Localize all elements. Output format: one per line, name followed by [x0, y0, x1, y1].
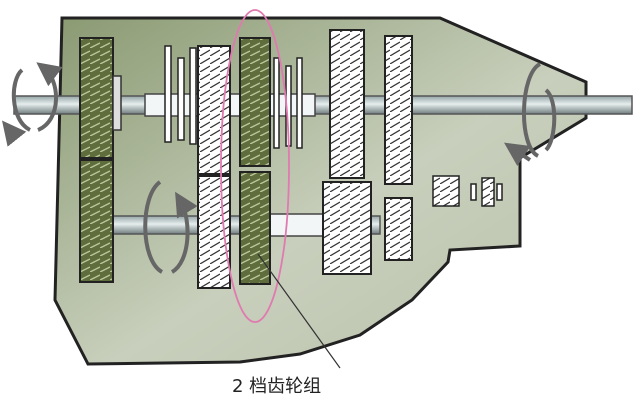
sync-plate	[189, 47, 197, 145]
lower-gear-white-3	[384, 197, 413, 261]
reverse-idler-gear-small	[481, 177, 495, 207]
reverse-idler-hub	[496, 183, 503, 201]
lower-gear-white-2	[322, 181, 372, 275]
sync-plate	[296, 57, 303, 149]
lower-shaft-light-segment	[261, 213, 331, 237]
upper-gear-white-3	[384, 35, 413, 185]
sync-plate	[273, 57, 280, 149]
sync-plate	[164, 45, 172, 143]
second-gear-lower	[239, 171, 271, 285]
rotation-arrow-icon	[143, 180, 187, 274]
rotation-arrow-icon	[544, 88, 557, 152]
rotation-arrow-icon	[512, 62, 542, 160]
reverse-idler-hub	[470, 183, 477, 201]
upper-gear-white-1	[197, 45, 231, 175]
reverse-idler-gear	[432, 175, 460, 207]
second-gear-highlight	[220, 9, 290, 323]
sync-plate	[177, 57, 185, 141]
housing	[53, 16, 588, 366]
second-gear-upper	[239, 37, 271, 167]
countershaft-gear-left	[79, 159, 114, 283]
callout-label: 2 档齿轮组	[232, 376, 321, 397]
lower-gear-white-1	[197, 175, 231, 289]
callout-leader-line	[257, 253, 341, 369]
rotation-arrow-icon	[2, 120, 27, 147]
upper-gear-white-2	[329, 29, 365, 179]
input-gear-hub	[112, 75, 122, 131]
input-gear-upper	[79, 37, 114, 159]
